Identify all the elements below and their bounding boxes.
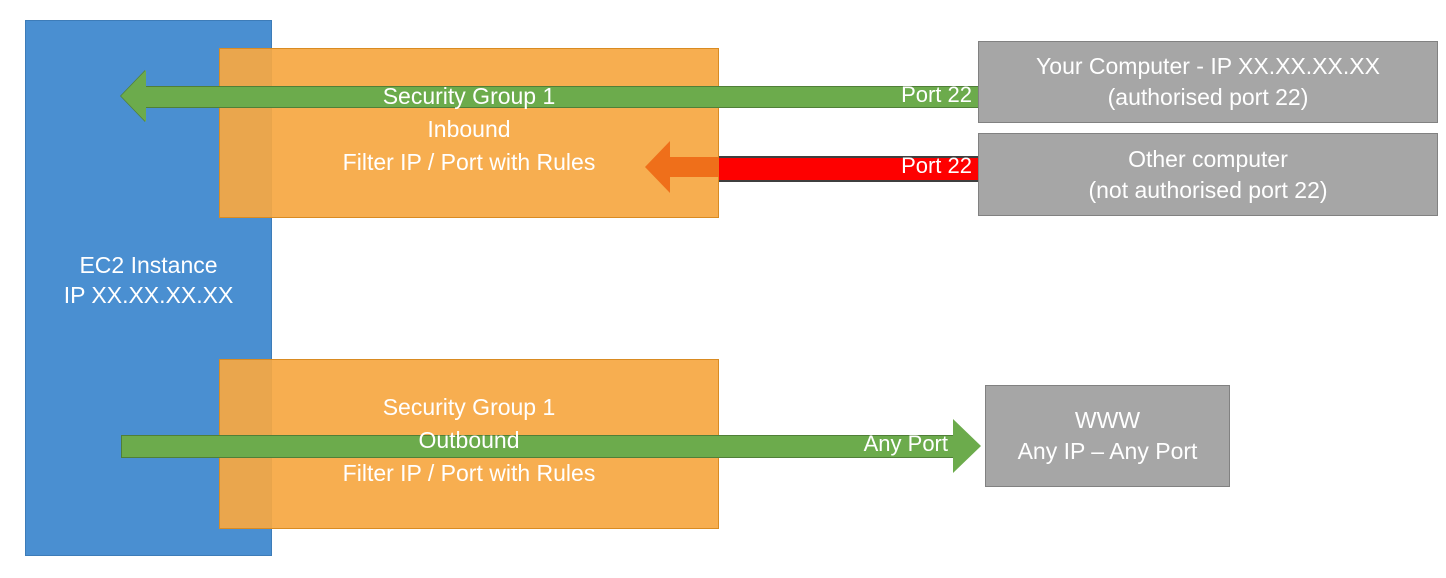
- outbound-allowed-arrow-bar: [219, 435, 955, 458]
- inbound-blocked-absorbed-bar: [669, 157, 719, 177]
- other-computer-name: Other computer: [1128, 145, 1288, 172]
- other-computer-note: (not authorised port 22): [1088, 176, 1328, 203]
- inbound-allowed-arrow-head-icon: [121, 70, 146, 122]
- endpoint-other-computer: Other computer (not authorised port 22): [978, 133, 1438, 216]
- endpoint-your-computer: Your Computer - IP XX.XX.XX.XX (authoris…: [978, 41, 1438, 123]
- security-group-inbound-box: [219, 48, 719, 218]
- outbound-allowed-arrow-head-icon: [953, 419, 981, 473]
- www-note: Any IP – Any Port: [1017, 438, 1198, 464]
- inbound-allowed-arrow-bar: [145, 86, 978, 108]
- inbound-blocked-arrow-bar: [719, 156, 978, 182]
- your-computer-name: Your Computer - IP XX.XX.XX.XX: [1036, 53, 1380, 79]
- your-computer-note: (authorised port 22): [1107, 84, 1309, 110]
- endpoint-www: WWW Any IP – Any Port: [985, 385, 1230, 487]
- inbound-blocked-arrow-head-icon: [645, 141, 670, 193]
- www-name: WWW: [1074, 407, 1141, 433]
